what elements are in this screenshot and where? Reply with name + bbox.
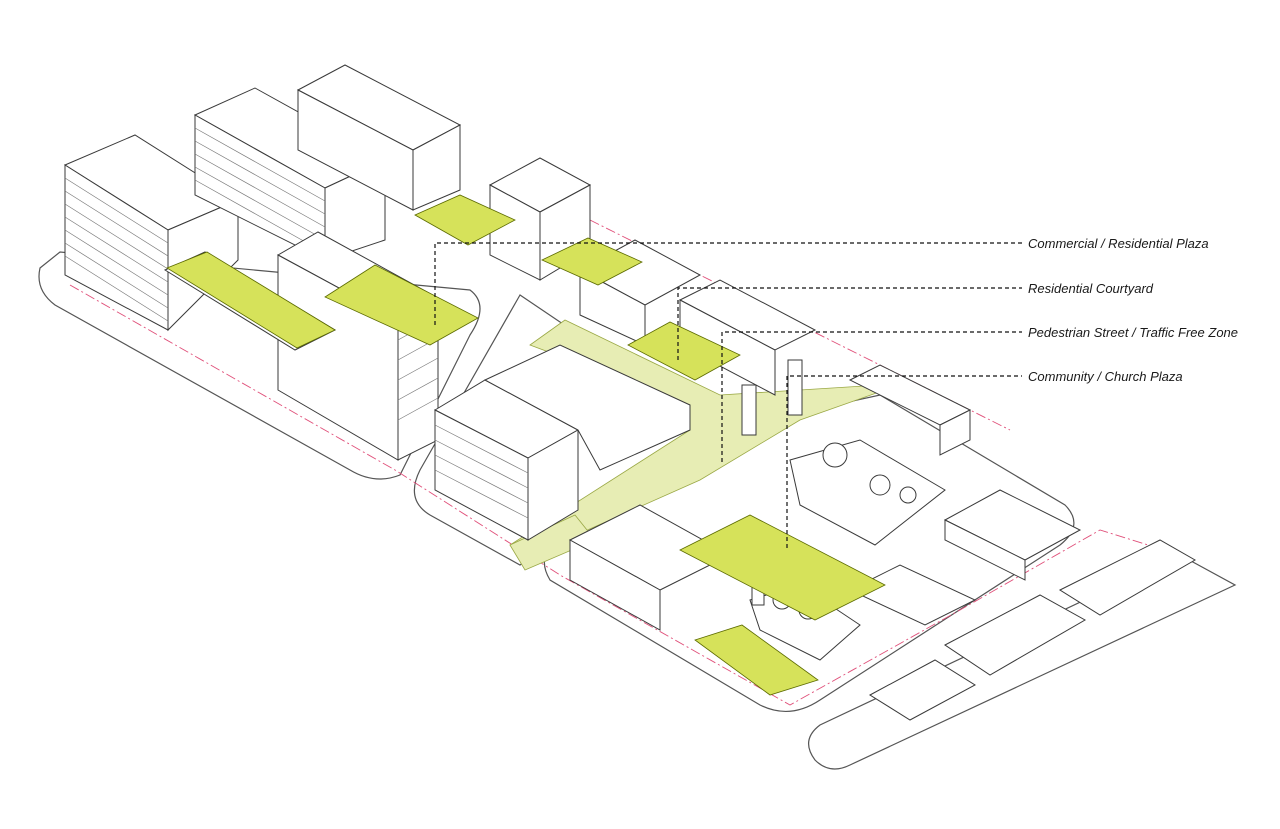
north-bar-1-side — [412, 124, 461, 211]
leader-church-plaza — [786, 375, 1022, 548]
west-plaza-b — [324, 264, 479, 346]
callout-commercial-residential-plaza: Commercial / Residential Plaza — [1028, 236, 1209, 251]
north-bar-5-side — [939, 409, 971, 456]
north-courtyard — [627, 321, 741, 381]
east-tower-front — [944, 519, 1026, 581]
south-house-1 — [869, 659, 976, 721]
callout-pedestrian-street: Pedestrian Street / Traffic Free Zone — [1028, 325, 1239, 340]
church-main — [789, 439, 946, 546]
church-tower-2 — [787, 359, 803, 416]
callout-leaders — [434, 242, 1022, 548]
church-dome-1 — [822, 442, 848, 468]
church-tower-1 — [741, 384, 757, 436]
church-dome-3 — [899, 486, 917, 504]
callout-community-church-plaza: Community / Church Plaza — [1028, 369, 1183, 384]
callout-residential-courtyard: Residential Courtyard — [1028, 281, 1154, 296]
south-block-curb — [808, 554, 1237, 770]
east-block-buildings — [568, 359, 1082, 696]
south-row-buildings — [869, 539, 1197, 721]
west-block-buildings — [63, 87, 479, 461]
central-block-buildings — [433, 344, 691, 541]
east-mid-bar — [848, 564, 977, 626]
east-block-curb — [543, 394, 1075, 713]
property-line — [69, 284, 1181, 706]
central-mid-block — [483, 344, 691, 471]
north-plaza-1 — [414, 194, 516, 246]
central-tower-side — [527, 429, 579, 541]
north-plaza-2 — [541, 237, 643, 286]
leader-pedestrian-street — [721, 331, 1022, 462]
east-low-bar-front — [569, 539, 661, 631]
south-house-3 — [1058, 539, 1197, 616]
leader-residential-courtyard — [677, 287, 1022, 360]
south-plaza — [694, 624, 819, 696]
central-tower-floors — [434, 424, 529, 519]
church-plaza — [679, 514, 886, 621]
west-block-curb — [38, 251, 481, 480]
west-tower-floors — [64, 177, 169, 322]
south-house-2 — [944, 594, 1087, 676]
church-dome-2 — [869, 474, 891, 496]
west-plaza-a — [166, 251, 336, 349]
